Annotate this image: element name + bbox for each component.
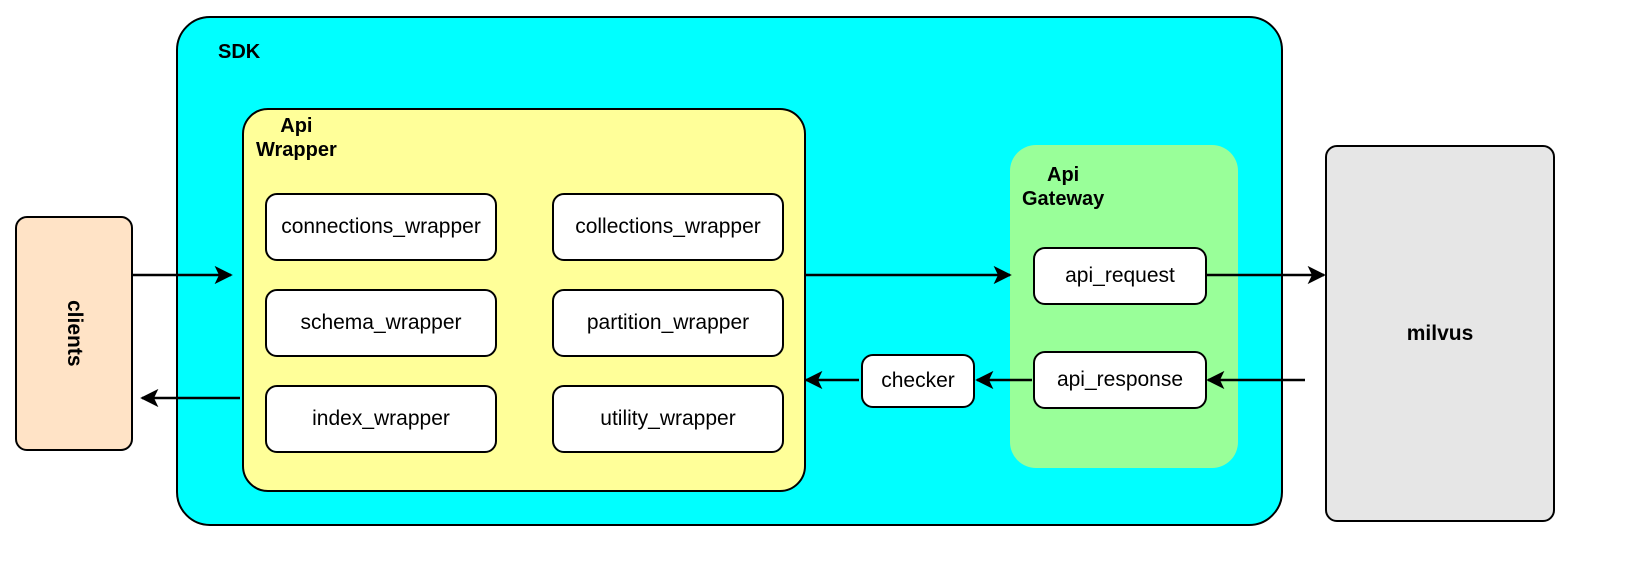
node-api-request[interactable]: api_request [1033, 247, 1207, 305]
node-connections-wrapper[interactable]: connections_wrapper [265, 193, 497, 261]
node-milvus[interactable]: milvus [1325, 145, 1555, 522]
node-clients-label: clients [63, 300, 86, 367]
node-clients[interactable]: clients [15, 216, 133, 451]
node-collections-wrapper[interactable]: collections_wrapper [552, 193, 784, 261]
node-partition-wrapper[interactable]: partition_wrapper [552, 289, 784, 357]
sdk-container-label: SDK [218, 41, 261, 63]
node-schema-wrapper[interactable]: schema_wrapper [265, 289, 497, 357]
node-checker[interactable]: checker [861, 354, 975, 408]
node-utility-wrapper[interactable]: utility_wrapper [552, 385, 784, 453]
api-gateway-container [1010, 145, 1238, 468]
api-gateway-container-label: Api Gateway [1022, 164, 1105, 211]
api-wrapper-container-label: Api Wrapper [256, 115, 337, 162]
node-api-response[interactable]: api_response [1033, 351, 1207, 409]
node-index-wrapper[interactable]: index_wrapper [265, 385, 497, 453]
